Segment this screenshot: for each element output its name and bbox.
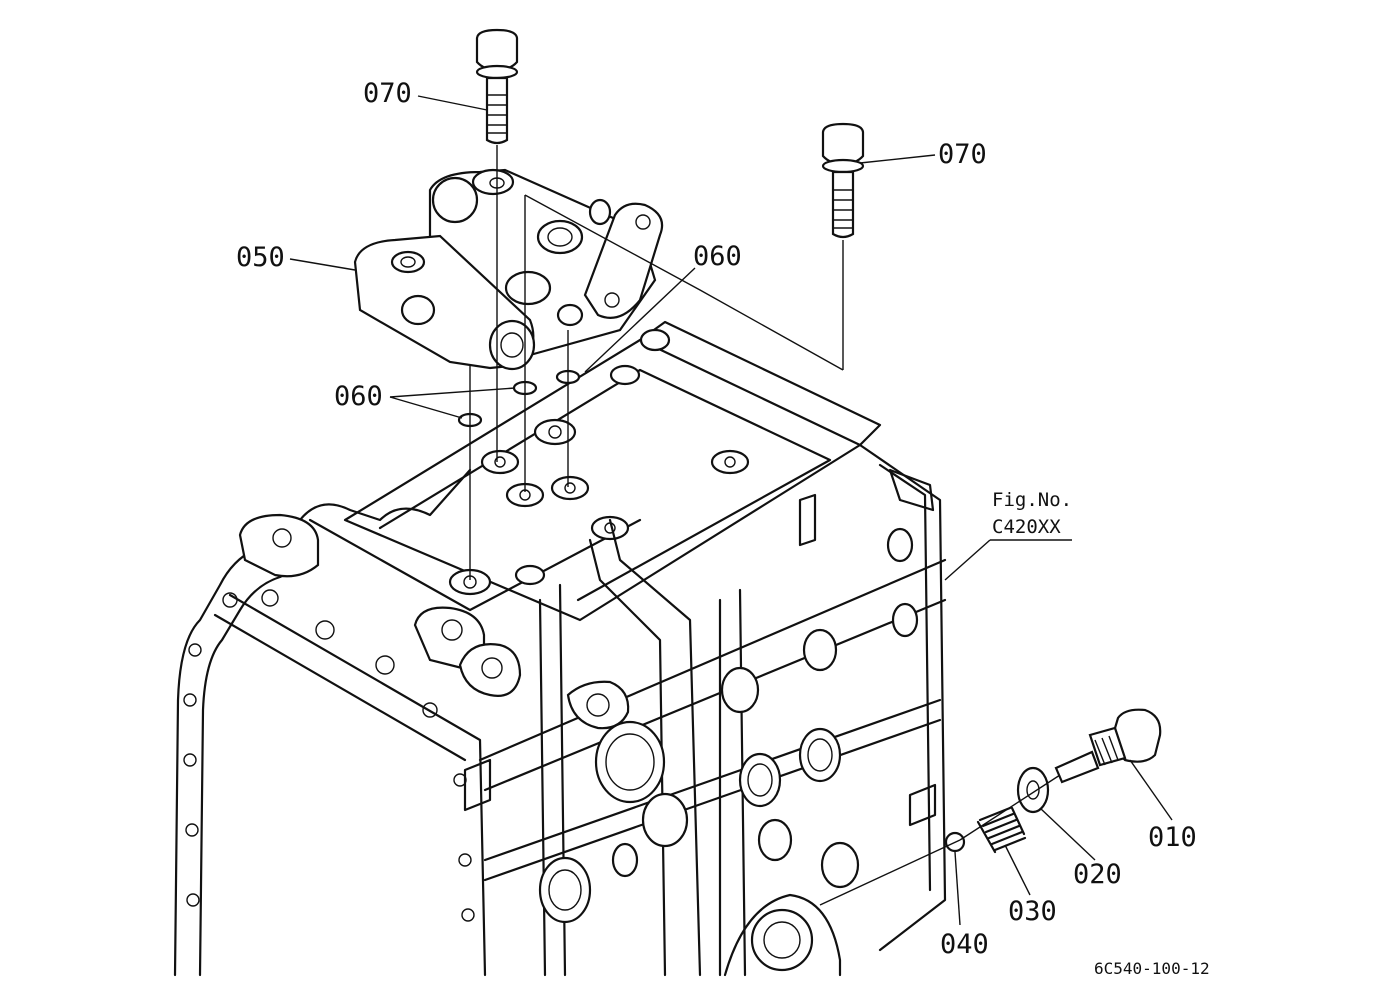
callout-030: 030 bbox=[1008, 896, 1057, 927]
callout-040: 040 bbox=[940, 929, 989, 960]
callout-060-right: 060 bbox=[693, 241, 742, 272]
washer-020 bbox=[1016, 766, 1050, 814]
plug-010 bbox=[1054, 708, 1162, 784]
callout-070-left: 070 bbox=[363, 78, 412, 109]
callout-050: 050 bbox=[236, 242, 285, 273]
leader-lines bbox=[289, 95, 1173, 926]
callout-010: 010 bbox=[1148, 822, 1197, 853]
valve-body bbox=[353, 168, 664, 371]
callout-labels: 070 070 050 060 060 010 020 030 040 bbox=[236, 78, 1197, 960]
transmission-case bbox=[173, 320, 947, 977]
alignment-lines bbox=[469, 145, 844, 580]
figure-ref-line1: Fig.No. bbox=[992, 489, 1072, 511]
drawing-code: 6C540-100-12 bbox=[1094, 959, 1210, 978]
callout-060-left: 060 bbox=[334, 381, 383, 412]
bolt-070-right bbox=[821, 122, 865, 239]
callout-020: 020 bbox=[1073, 859, 1122, 890]
figure-ref-line2: C420XX bbox=[992, 516, 1061, 538]
callout-070-right: 070 bbox=[938, 139, 987, 170]
spring-030 bbox=[976, 806, 1027, 854]
bolt-070-left bbox=[475, 28, 519, 145]
